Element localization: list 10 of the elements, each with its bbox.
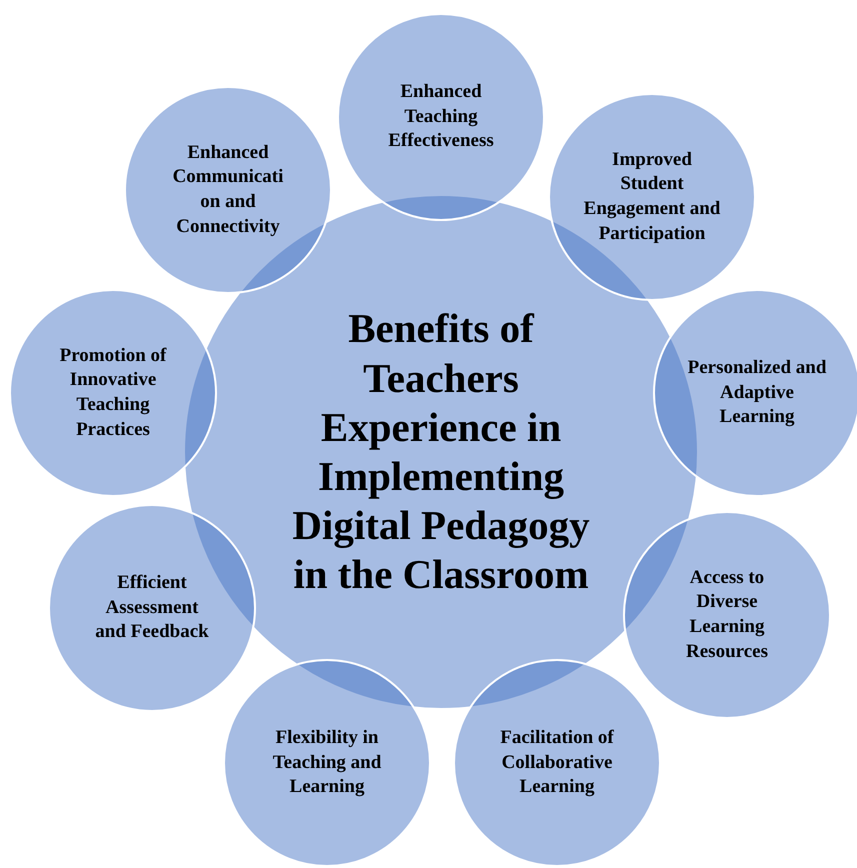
benefit-label: Promotion of Innovative Teaching Practices [58, 344, 168, 442]
benefit-label: Access to Diverse Learning Resources [685, 566, 769, 664]
benefit-label: Facilitation of Collaborative Learning [499, 726, 615, 800]
benefit-label: Enhanced Communicati on and Connectivity [172, 140, 284, 239]
benefit-label: Efficient Assessment and Feedback [94, 570, 210, 644]
benefit-label: Flexibility in Teaching and Learning [272, 726, 382, 800]
benefit-label: Enhanced Teaching Effectiveness [387, 80, 495, 154]
title-text: Benefits of Teachers Experience in Implementing Digital Pedagogy in the Classroom [291, 304, 591, 600]
benefit-label: Improved Student Engagement and Participation [582, 148, 722, 246]
benefit-label: Personalized and Adaptive Learning [687, 356, 827, 430]
